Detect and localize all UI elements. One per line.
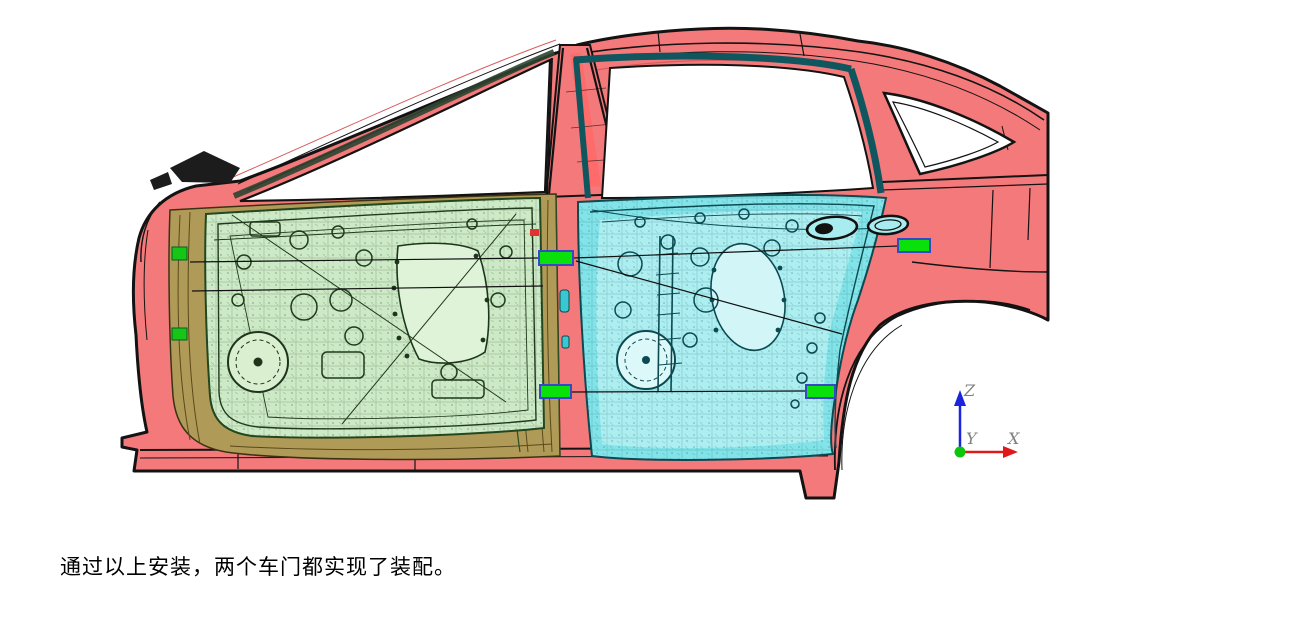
axis-triad: Z X Y (954, 381, 1020, 458)
front-regulator-opening (396, 242, 490, 364)
quarter-window (881, 91, 1017, 176)
rear-door (559, 52, 910, 461)
z-axis-label: Z (963, 381, 976, 400)
x-axis-label: X (1006, 429, 1020, 448)
front-window-opening (239, 58, 552, 203)
alignment-lines (189, 245, 899, 393)
rear-regulator-opening (710, 242, 786, 352)
axis-origin-dot (954, 446, 966, 458)
front-door-hinge-lower (171, 327, 188, 341)
y-axis-label: Y (966, 429, 978, 448)
mount-marker-bpillar-lower (539, 384, 572, 399)
mount-markers (538, 238, 931, 399)
rear-door-speaker (616, 330, 676, 390)
rear-window-frame (573, 52, 852, 73)
front-door-hinge-upper (171, 246, 188, 261)
front-door-speaker (227, 331, 289, 393)
front-door (168, 49, 561, 461)
mount-marker-rear-lower (805, 384, 836, 399)
caption-text: 通过以上安装，两个车门都实现了装配。 (60, 556, 456, 579)
rear-door-latch (559, 289, 570, 313)
wheel-arch (833, 299, 1031, 471)
front-window-frame (232, 49, 556, 199)
mount-marker-bpillar-upper (538, 250, 574, 266)
rear-door-handle (805, 215, 859, 241)
rear-window-opening (600, 63, 875, 200)
door-edge-connector (530, 229, 539, 236)
mount-marker-cpillar-upper (897, 238, 931, 253)
cowl-bracket (170, 151, 240, 183)
